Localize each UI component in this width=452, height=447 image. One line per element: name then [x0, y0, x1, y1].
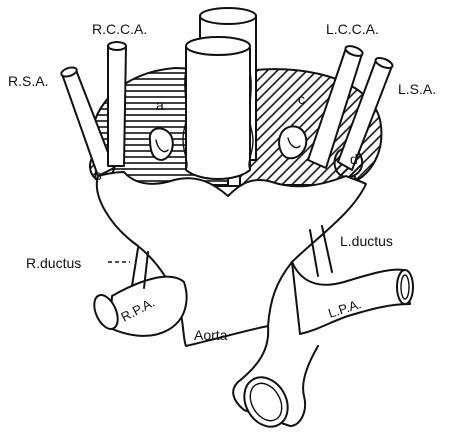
- label-a: a: [156, 97, 164, 113]
- label-lsa: L.S.A.: [398, 81, 436, 97]
- label-c: c: [298, 91, 305, 107]
- label-b: b: [94, 167, 102, 183]
- trachea: [183, 37, 253, 179]
- label-aorta: Aorta: [194, 327, 228, 343]
- label-l-ductus: L.ductus: [340, 233, 393, 249]
- descending-aorta: [233, 326, 318, 435]
- label-d: d: [350, 151, 358, 167]
- label-rcca: R.C.C.A.: [92, 21, 147, 37]
- node-c: [279, 126, 306, 158]
- right-common-carotid-artery: [108, 42, 126, 166]
- node-a: [150, 128, 173, 160]
- label-rsa: R.S.A.: [8, 73, 48, 89]
- label-lcca: L.C.C.A.: [326, 21, 379, 37]
- label-r-ductus: R.ductus: [26, 255, 81, 271]
